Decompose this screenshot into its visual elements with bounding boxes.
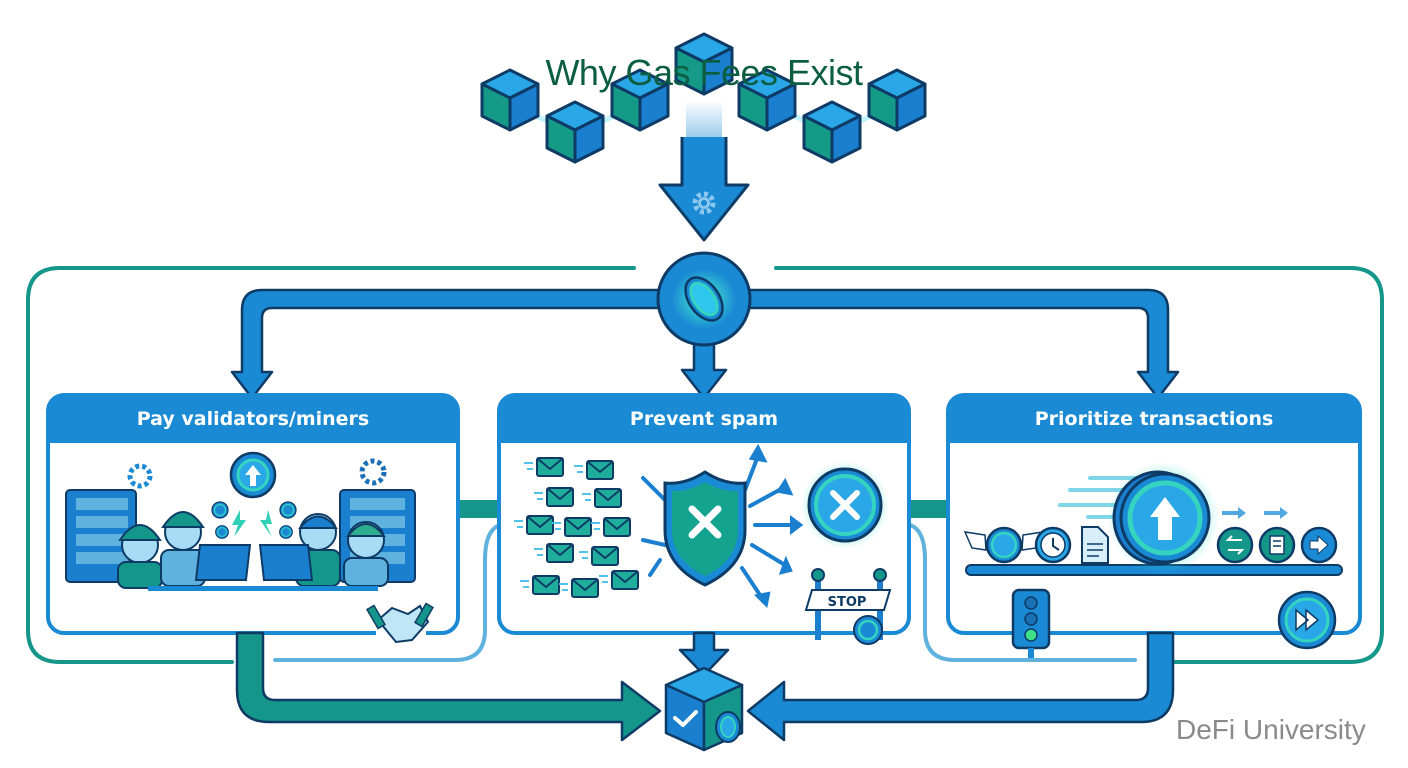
coin-up-arrow-icon — [1107, 462, 1219, 574]
coin-x-icon — [801, 461, 889, 549]
spam-illustration: STOP — [513, 443, 892, 645]
gear-icon — [127, 458, 387, 489]
deflect-arrows — [641, 443, 804, 609]
process-down-arrow — [658, 100, 750, 242]
coin-up-arrow-icon — [229, 451, 277, 499]
converge-arrow-right — [746, 631, 1175, 742]
outer-loop-teal — [26, 266, 636, 664]
miner-person-icon — [117, 511, 389, 589]
clock-icon — [1034, 526, 1072, 564]
panel-title-prioritize-transactions: Prioritize transactions — [1034, 408, 1274, 430]
traffic-light-icon — [1011, 588, 1051, 658]
source-watermark: DeFi University — [1176, 714, 1366, 745]
winged-coin-icon — [963, 526, 1045, 564]
converge-arrow-center — [678, 631, 730, 677]
arrow-right-icon — [1222, 507, 1288, 519]
lightning-icon — [232, 510, 272, 537]
arrow-right-icon — [1300, 526, 1338, 564]
receipt-icon — [1258, 526, 1296, 564]
blockchain-cubes-icon — [480, 32, 927, 164]
validators-illustration — [65, 451, 434, 644]
block-check-coin-icon — [664, 666, 744, 752]
panel-title-pay-validators: Pay validators/miners — [136, 408, 370, 430]
stop-sign-text: STOP — [828, 595, 867, 610]
swap-icon — [1216, 526, 1254, 564]
connector-right — [908, 500, 950, 518]
panel-title-prevent-spam: Prevent spam — [629, 408, 779, 430]
server-rack-icon — [65, 489, 416, 583]
fast-forward-icon — [1277, 590, 1337, 650]
inner-loop-right — [908, 523, 1137, 662]
distribution-arrow-left — [230, 288, 664, 400]
prioritize-illustration — [963, 462, 1343, 658]
handshake-icon — [366, 602, 434, 644]
inner-loop-left — [273, 523, 502, 662]
connector-left — [458, 500, 500, 518]
gas-coin-icon — [656, 251, 752, 347]
stop-barrier-icon: STOP — [804, 568, 892, 645]
computer-monitor-icon — [148, 544, 378, 591]
distribution-arrow-right — [744, 288, 1180, 400]
converge-arrow-left — [235, 631, 662, 742]
shield-x-icon — [663, 470, 747, 587]
outer-loop-teal-right — [774, 266, 1384, 664]
page-title: Why Gas Fees Exist — [545, 52, 863, 93]
document-icon — [1081, 526, 1109, 564]
gear-icon — [692, 191, 716, 215]
